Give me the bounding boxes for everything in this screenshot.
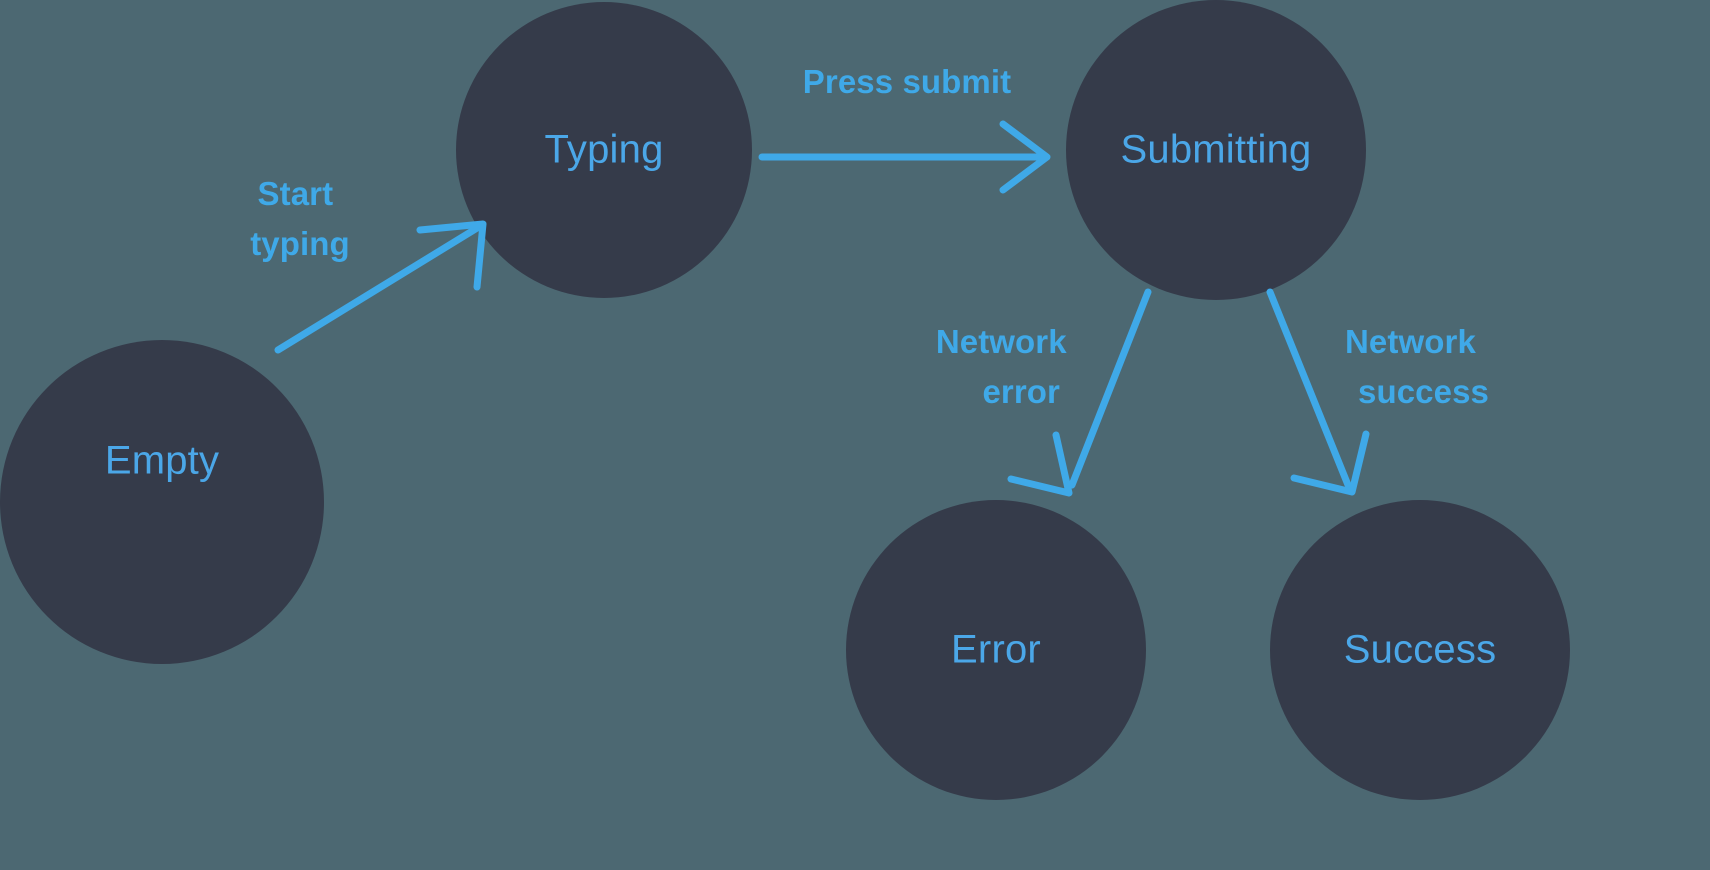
transition-label-line: Start [258, 175, 334, 212]
state-node-typing[interactable]: Typing [456, 2, 752, 298]
transition-label-network-success: Network success [1345, 323, 1489, 410]
transition-label-line: Press submit [803, 63, 1011, 100]
state-node-circle[interactable] [1270, 500, 1570, 800]
transition-arrowhead [1007, 431, 1073, 497]
state-node-label: Empty [105, 439, 219, 483]
transition-arrowhead [1290, 430, 1370, 496]
transition-arrowhead [416, 220, 487, 291]
transition-label-start-typing: Start typing [250, 175, 350, 262]
state-node-circle[interactable] [456, 2, 752, 298]
state-node-error[interactable]: Error [846, 500, 1146, 800]
transition-submitting-to-success[interactable] [1266, 288, 1370, 496]
transition-label-line: Network [936, 323, 1067, 360]
transition-arrow-line [1068, 288, 1152, 489]
transition-label-line: success [1358, 373, 1489, 410]
transition-label-line: error [982, 373, 1060, 410]
state-node-circle[interactable] [846, 500, 1146, 800]
state-node-submitting[interactable]: Submitting [1066, 0, 1366, 300]
state-node-label: Success [1344, 628, 1497, 672]
transition-typing-to-submitting[interactable] [758, 120, 1051, 194]
state-node-empty[interactable]: Empty [0, 340, 324, 664]
state-node-circle[interactable] [0, 340, 324, 664]
state-node-label: Submitting [1121, 128, 1312, 172]
transition-submitting-to-error[interactable] [1007, 288, 1152, 497]
state-node-label: Typing [544, 128, 663, 172]
transition-arrow-line [274, 221, 486, 354]
state-node-success[interactable]: Success [1270, 500, 1570, 800]
transition-label-press-submit: Press submit [803, 63, 1011, 100]
state-node-label: Error [951, 628, 1041, 672]
transition-label-line: typing [250, 225, 350, 262]
transition-arrow-line [1266, 288, 1352, 489]
transition-label-line: Network [1345, 323, 1476, 360]
transition-empty-to-typing[interactable] [274, 220, 487, 354]
state-node-circle[interactable] [1066, 0, 1366, 300]
transition-arrowhead [999, 120, 1051, 194]
transition-label-network-error: Network error [936, 323, 1076, 410]
